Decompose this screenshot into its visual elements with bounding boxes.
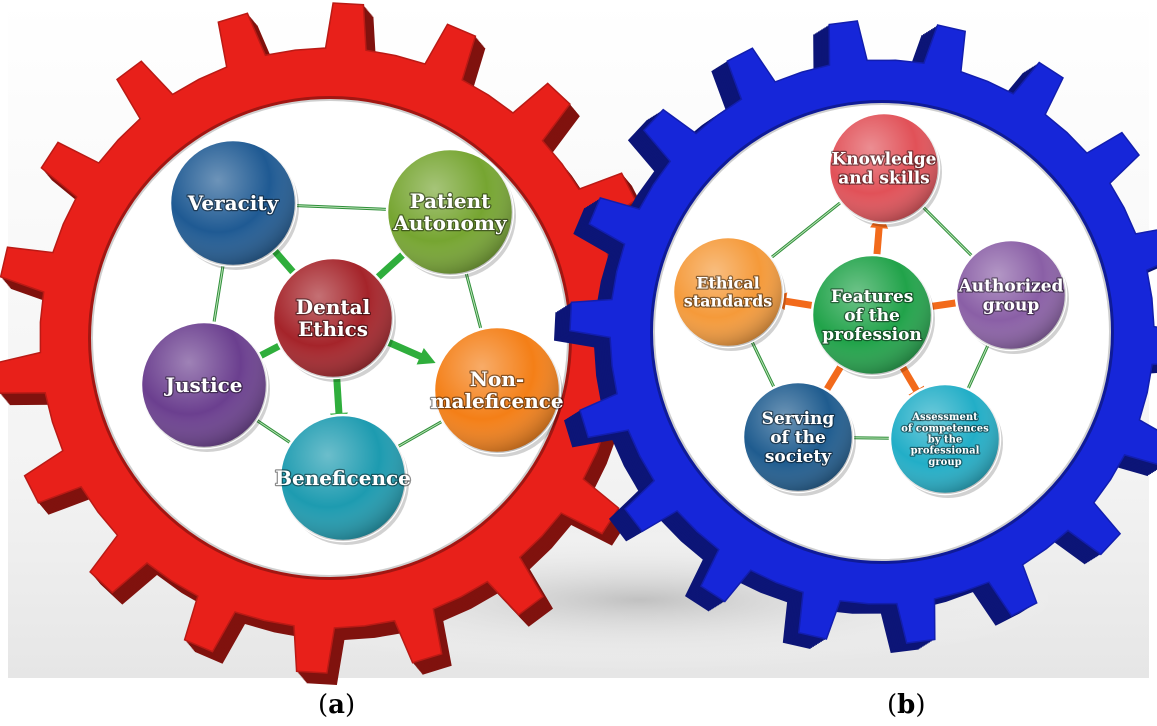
node-assessment-label-line: group (928, 457, 961, 468)
node-assessment-label-line: Assessment (911, 412, 978, 423)
node-veracity: Veracity (168, 138, 299, 270)
arrow-non-maleficence (416, 348, 436, 365)
node-serving-society-label-line: society (765, 447, 832, 467)
arrow-shaft (382, 337, 426, 362)
node-non-maleficence-label-line: Non- (470, 367, 524, 391)
panel-label-a: (a) (318, 690, 356, 720)
node-assessment-label-line: of competences (901, 423, 989, 434)
node-knowledge-and-skills-label-line: and skills (838, 169, 929, 189)
node-ethical-standards-label-line: Ethical (696, 274, 759, 293)
node-center-panel-a-label-line: Dental (296, 295, 371, 319)
node-assessment-label-line: by the (928, 435, 963, 446)
node-beneficence-label-line: Beneficence (275, 466, 411, 490)
arrow-shaft (780, 297, 818, 310)
node-justice: Justice (139, 320, 270, 452)
node-justice-label-line: Justice (163, 373, 242, 397)
node-patient-autonomy-label-line: Patient (410, 189, 492, 213)
node-serving-society-label-line: of the (770, 428, 826, 448)
node-assessment-label-line: professional (911, 446, 980, 457)
node-center-panel-a-label-line: Ethics (298, 317, 368, 341)
node-authorized-group-label-line: group (983, 296, 1040, 316)
arrow-shaft (897, 361, 922, 397)
node-veracity-label-line: Veracity (187, 191, 280, 215)
arrow-shaft (821, 361, 846, 396)
node-serving-society-label-line: Serving (762, 409, 835, 429)
panel-label-a-text: a (328, 690, 346, 720)
panel-label-b: (b) (887, 690, 926, 720)
arrow-shaft (873, 223, 883, 260)
node-center-panel-b-label-line: Features (831, 287, 914, 307)
node-center-panel-b-label-line: of the (844, 306, 900, 326)
node-non-maleficence: Non-maleficence (429, 325, 565, 457)
node-beneficence: Beneficence (274, 413, 412, 545)
node-non-maleficence-label-line: maleficence (430, 389, 563, 413)
panel-a-diagram: Veracity PatientAutonomyNon-maleficenceBe… (139, 138, 565, 545)
node-authorized-group-label-line: Authorized (958, 276, 1064, 296)
node-ethical-standards-label-line: standards (684, 292, 773, 311)
node-patient-autonomy-label-line: Autonomy (392, 211, 508, 235)
panel-label-b-text: b (897, 690, 916, 720)
arrow-shaft (333, 373, 343, 419)
node-knowledge-and-skills-label-line: Knowledge (832, 149, 937, 169)
arrow-shaft (372, 248, 410, 283)
node-center-panel-b-label-line: profession (822, 325, 922, 345)
